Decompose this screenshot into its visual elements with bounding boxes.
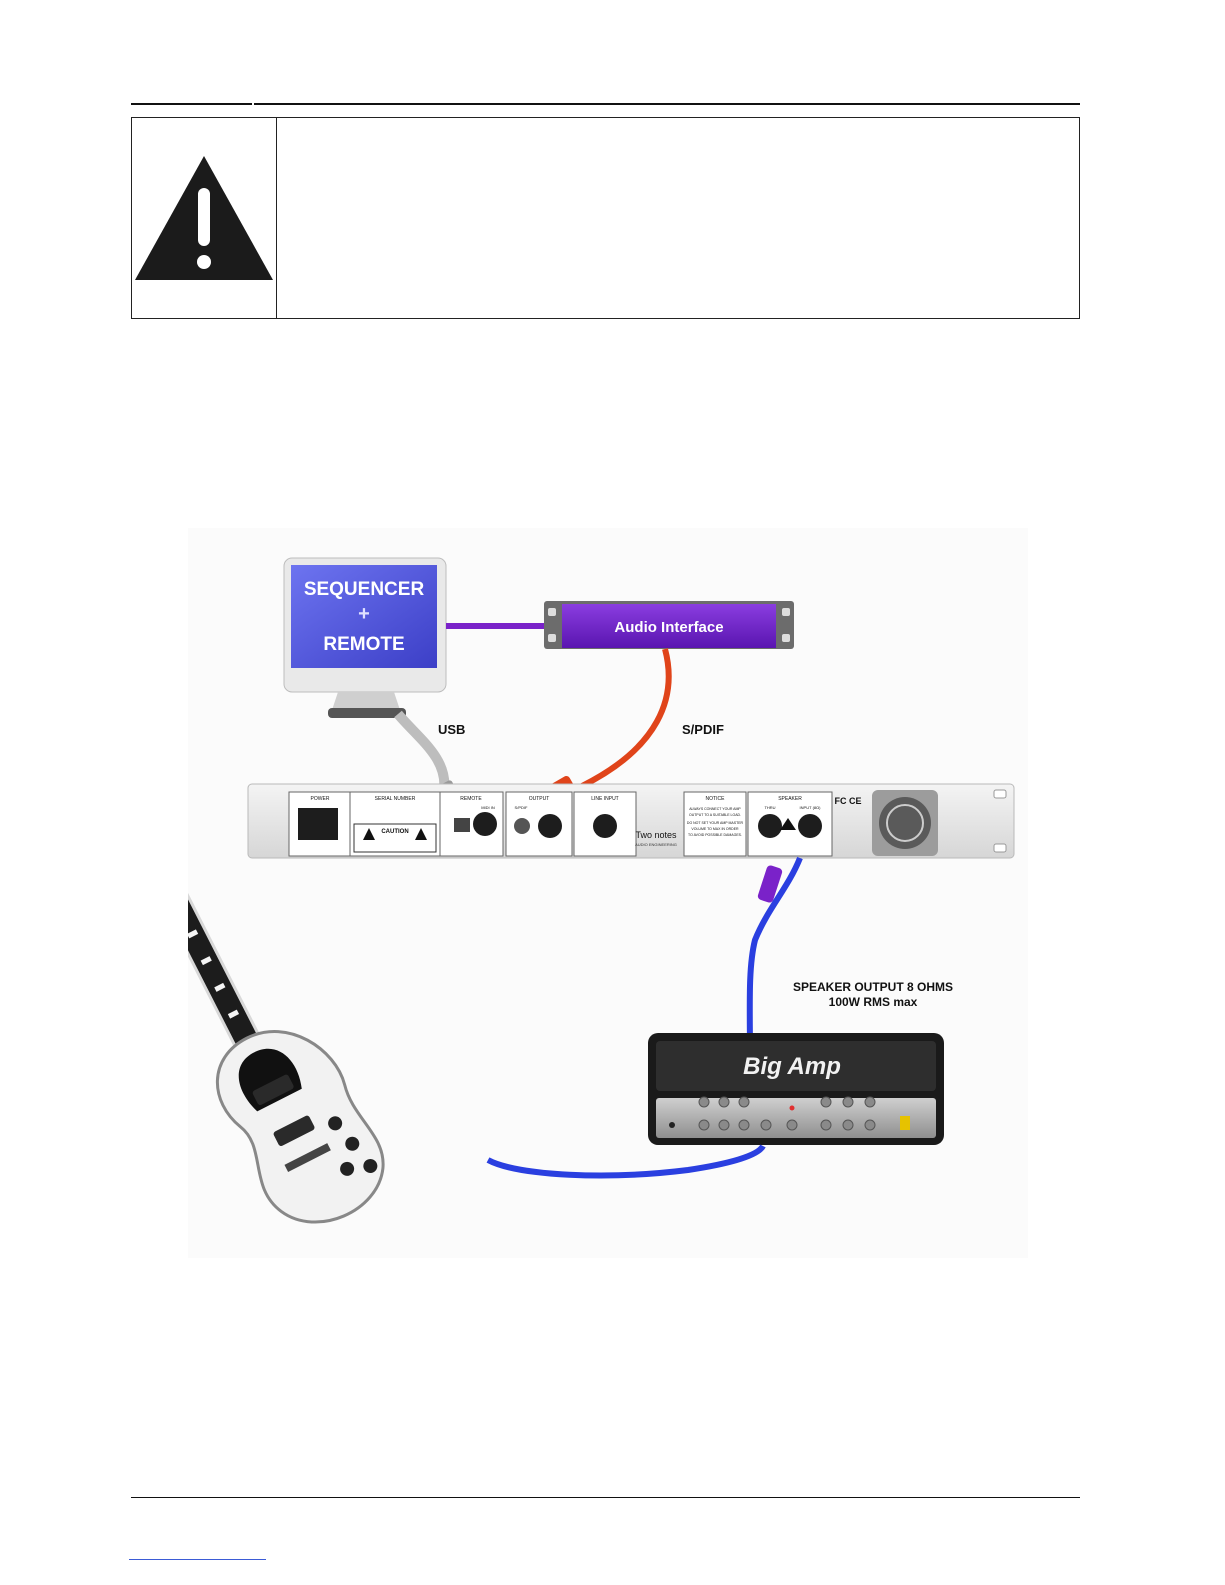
rack-midi-in: MIDI IN xyxy=(481,805,495,810)
amp-brand: Big Amp xyxy=(743,1053,841,1080)
screen-line-3: REMOTE xyxy=(323,634,404,655)
header-rule-left xyxy=(131,103,252,105)
rack-line-input: LINE INPUT xyxy=(591,796,619,802)
speaker-cable xyxy=(746,856,803,1059)
header-rule-right xyxy=(254,103,1080,105)
rack-brand-sub: AUDIO ENGINEERING xyxy=(635,842,677,847)
warning-box xyxy=(131,117,1080,319)
warning-icon-cell xyxy=(132,118,277,318)
rack-notice-line-4: VOLUME TO MAX IN ORDER xyxy=(691,827,739,831)
audio-interface-label: Audio Interface xyxy=(614,619,723,636)
spdif-cable xyxy=(580,648,672,789)
usb-label: USB xyxy=(438,722,465,737)
rack-notice-line-3: DO NOT SET YOUR AMP MASTER xyxy=(687,821,744,825)
rack-notice-line-5: TO AVOID POSSIBLE DAMAGES. xyxy=(688,833,742,837)
warning-triangle-icon xyxy=(135,156,273,280)
rack-serial: SERIAL NUMBER xyxy=(375,796,416,802)
rack-certs: FC CE xyxy=(835,796,862,806)
warning-text xyxy=(277,118,1079,318)
speaker-output-line-2: 100W RMS max xyxy=(829,995,918,1009)
rack-notice-line-2: OUTPUT TO A SUITABLE LOAD. xyxy=(689,813,741,817)
rack-caution: CAUTION xyxy=(381,829,408,835)
computer-monitor xyxy=(283,557,447,718)
speaker-output-line-1: SPEAKER OUTPUT 8 OHMS xyxy=(793,980,953,994)
rack-spdif-small: S/PDIF xyxy=(515,805,528,810)
guitar-cable xyxy=(486,1144,766,1179)
audio-interface xyxy=(544,601,794,649)
rack-unit xyxy=(247,783,1015,859)
spdif-label: S/PDIF xyxy=(682,722,724,737)
rack-input-8ohm: INPUT (8Ω) xyxy=(800,805,822,810)
screen-line-2: + xyxy=(358,603,370,625)
usb-cable xyxy=(394,710,450,791)
rack-remote: REMOTE xyxy=(460,796,482,802)
screen-line-1: SEQUENCER xyxy=(304,579,425,600)
rack-speaker: SPEAKER xyxy=(778,796,802,802)
footer-rule xyxy=(131,1497,1080,1498)
footer-link-underline[interactable] xyxy=(129,1559,266,1560)
rack-output: OUTPUT xyxy=(529,796,550,802)
rack-notice: NOTICE xyxy=(706,796,726,802)
setup-diagram: SEQUENCER + REMOTE Audio Interface USB S… xyxy=(188,528,1028,1258)
rack-brand: Two notes xyxy=(635,830,677,840)
rack-notice-line-1: ALWAYS CONNECT YOUR AMP xyxy=(689,807,741,811)
guitar-icon xyxy=(188,845,385,1224)
rack-power: POWER xyxy=(311,796,330,802)
amp-head xyxy=(648,1033,944,1145)
rack-thru: THRU xyxy=(764,805,775,810)
